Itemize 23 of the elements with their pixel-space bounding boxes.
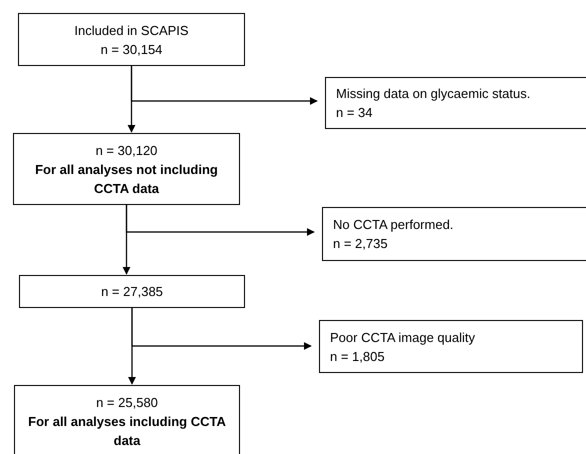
box-text: Missing data on glycaemic status.	[336, 85, 530, 103]
process-box	[18, 13, 245, 66]
box-text: n = 30,120	[96, 142, 158, 160]
box-text: No CCTA performed.	[333, 216, 454, 234]
arrow	[131, 308, 312, 350]
box-heading: For all analyses not including CCTA data	[34, 160, 219, 198]
process-box	[19, 275, 245, 308]
box-text: n = 27,385	[101, 283, 163, 301]
process-box	[13, 133, 240, 205]
arrow	[130, 66, 318, 105]
box-text: n = 1,805	[330, 348, 385, 366]
box-text: n = 2,735	[333, 235, 388, 253]
exclusion-box	[325, 77, 586, 129]
arrow	[126, 205, 315, 236]
process-box	[14, 385, 240, 454]
box-text: n = 34	[336, 104, 373, 122]
box-text: Poor CCTA image quality	[330, 328, 475, 346]
exclusion-box	[322, 207, 586, 261]
box-text: Included in SCAPIS	[74, 22, 189, 40]
box-heading: For all analyses including CCTA data	[27, 412, 227, 450]
exclusion-box	[319, 320, 583, 373]
box-text: n = 30,154	[100, 40, 162, 58]
box-text: n = 25,580	[96, 394, 158, 412]
